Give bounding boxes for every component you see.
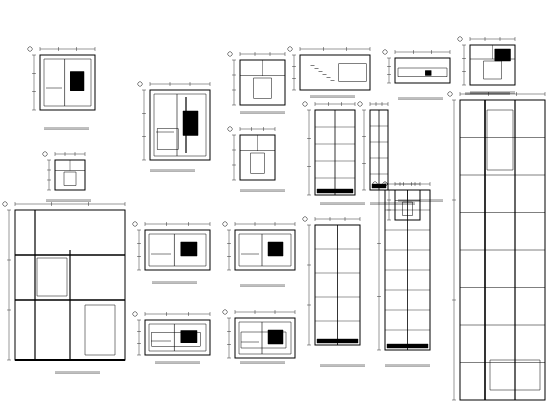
- drawing-rect: [181, 331, 197, 343]
- drawing-rect: [149, 234, 206, 266]
- drawing-panel-p7: [42, 151, 91, 202]
- axis-bubble: [302, 216, 308, 222]
- axis-bubble: [42, 151, 48, 157]
- drawing-panel-p4: [287, 46, 370, 98]
- drawing-rect: [490, 360, 540, 390]
- drawing-rect: [387, 344, 428, 348]
- axis-bubble: [137, 81, 143, 87]
- drawing-rect: [241, 332, 286, 348]
- drawing-rect: [44, 59, 91, 106]
- drawing-rect: [145, 230, 210, 270]
- drawing-panel-p13: [222, 221, 295, 287]
- drawing-rect: [239, 234, 291, 266]
- axis-bubble: [447, 91, 453, 97]
- axis-bubble: [382, 181, 388, 187]
- drawing-panel-p18: [447, 91, 545, 400]
- drawing-rect: [150, 90, 210, 160]
- drawing-panel-p8: [227, 126, 285, 192]
- drawing-rect: [254, 78, 272, 98]
- drawing-rect: [300, 55, 370, 90]
- drawing-panel-p6: [457, 36, 515, 94]
- drawing-panel-p2: [137, 81, 210, 172]
- drawing-rect: [149, 324, 206, 351]
- drawing-rect: [40, 55, 95, 110]
- drawing-rect: [251, 153, 265, 173]
- drawing-panel-p19: [382, 181, 443, 220]
- axis-bubble: [222, 221, 228, 227]
- drawing-rect: [181, 242, 197, 256]
- axis-bubble: [132, 221, 138, 227]
- axis-bubble: [2, 201, 8, 207]
- drawing-rect: [398, 68, 447, 77]
- axis-bubble: [227, 126, 233, 132]
- drawing-panel-p5: [382, 49, 450, 100]
- drawing-rect: [70, 72, 84, 91]
- drawing-rect: [183, 111, 198, 136]
- axis-bubble: [132, 311, 138, 317]
- drawing-panel-p17: [372, 181, 430, 367]
- axis-bubble: [27, 46, 33, 52]
- drawing-panel-p10: [357, 101, 415, 205]
- drawing-rect: [403, 202, 413, 216]
- drawing-rect: [235, 230, 295, 270]
- drawing-rect: [154, 94, 206, 156]
- drawing-rect: [268, 242, 283, 256]
- drawing-rect: [395, 58, 450, 83]
- axis-bubble: [302, 101, 308, 107]
- drawing-panel-p16: [302, 216, 365, 367]
- drawing-rect: [495, 49, 511, 61]
- drawing-panel-p1: [27, 46, 95, 130]
- axis-bubble: [457, 36, 463, 42]
- drawing-rect: [317, 339, 358, 343]
- axis-bubble: [382, 49, 388, 55]
- axis-bubble: [222, 309, 228, 315]
- drawing-rect: [239, 322, 291, 354]
- axis-bubble: [287, 46, 293, 52]
- axis-bubble: [357, 101, 363, 107]
- axis-bubble: [372, 181, 378, 187]
- drawing-rect: [145, 320, 210, 355]
- drawing-panel-p11: [2, 201, 125, 374]
- drawing-rect: [64, 172, 76, 186]
- drawing-rect: [425, 71, 431, 76]
- drawing-rect: [487, 110, 513, 170]
- drawing-rect: [484, 61, 502, 79]
- drawing-panel-p15: [222, 309, 295, 364]
- drawing-rect: [317, 189, 353, 193]
- drawing-rect: [339, 64, 367, 82]
- drawing-rect: [85, 305, 115, 355]
- drawing-rect: [268, 330, 283, 344]
- drawing-panel-p12: [132, 221, 210, 284]
- drawing-rect: [152, 332, 201, 346]
- drawing-rect: [157, 129, 178, 150]
- drawing-panel-p9: [302, 101, 365, 205]
- drawing-rect: [235, 318, 295, 358]
- drawing-rect: [37, 258, 67, 296]
- drawing-panel-p14: [132, 311, 210, 364]
- drawing-panel-p3: [227, 51, 285, 114]
- axis-bubble: [227, 51, 233, 57]
